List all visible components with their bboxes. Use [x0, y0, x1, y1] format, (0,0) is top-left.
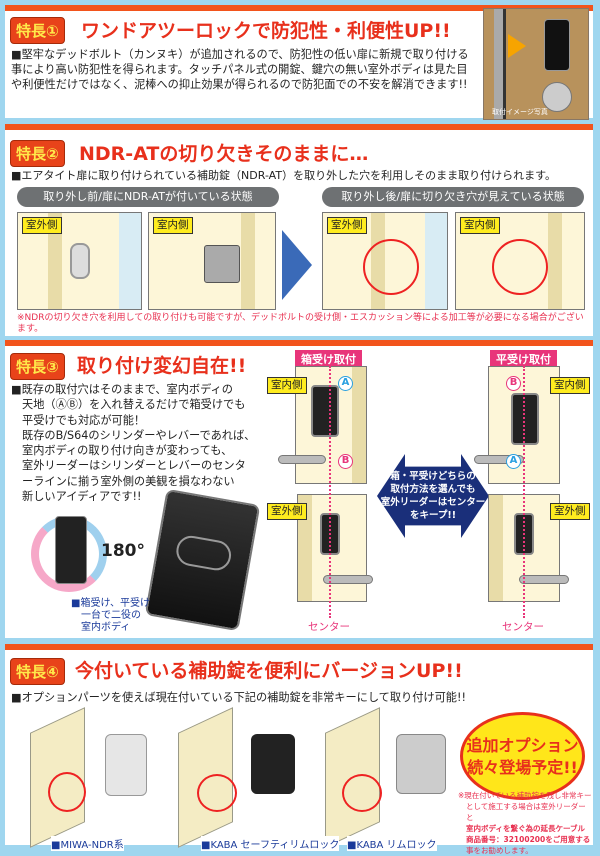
product-miwa — [25, 707, 155, 848]
keypad-icon — [544, 19, 570, 71]
feature2-note: ※NDRの切り欠き穴を利用しての取り付けも可能ですが、デッドボルトの受け側・エス… — [17, 313, 584, 334]
mark-a: A — [338, 376, 353, 391]
feature4-panel: 特長④ 今付いている補助錠を便利にバージョンUP!! ■オプションパーツを使えば… — [5, 644, 593, 855]
feature4-note: ※現在付いている補助錠を残し非常キー として施工する場合は室外リーダーと 室内ボ… — [458, 791, 592, 855]
feature1-body: ■堅牢なデッドボルト（カンヌキ）が追加されるので、防犯性の低い扉に新規で取り付け… — [11, 48, 469, 91]
after-outdoor-door: 室外側 — [322, 212, 448, 310]
right-arrow-icon — [282, 230, 312, 300]
center-label: センター — [502, 621, 544, 633]
product-kaba-safety — [173, 707, 303, 848]
indoor-body-large — [144, 488, 261, 632]
outdoor-tag: 室外側 — [550, 503, 590, 520]
feature4-badge: 特長④ — [10, 658, 65, 685]
after-label: 取り外し後/扉に切り欠き穴が見えている状態 — [322, 187, 584, 207]
indoor-body-caption: ■箱受け、平受け 一台で二役の 室内ボディ — [71, 598, 150, 633]
feature3-badge: 特長③ — [10, 353, 65, 380]
cylinder-icon — [70, 243, 90, 279]
indoor-tag: 室内側 — [267, 377, 307, 394]
cutout-circle-icon — [363, 239, 419, 295]
after-indoor-door: 室内側 — [455, 212, 585, 310]
outdoor-tag: 室外側 — [267, 503, 307, 520]
feature1-panel: 特長① ワンドアツーロックで防犯性・利便性UP!! ■堅牢なデッドボルト（カンヌ… — [5, 5, 593, 120]
before-label: 取り外し前/扉にNDR-ATが付いている状態 — [17, 187, 279, 207]
product-kaba-rim — [320, 707, 450, 848]
mark-a: A — [506, 454, 521, 469]
feature2-body: ■エアタイト扉に取り付けられている補助錠（NDR-AT）を取り外した穴を利用しそ… — [11, 169, 556, 182]
feature4-body: ■オプションパーツを使えば現在付いている下記の補助錠を非常キーにして取り付け可能… — [11, 691, 466, 704]
deadbolt-icon — [204, 245, 240, 283]
feature3-title: 取り付け変幻自在!! — [77, 355, 247, 377]
feature2-badge: 特長② — [10, 140, 65, 167]
feature1-title: ワンドアツーロックで防犯性・利便性UP!! — [81, 20, 451, 42]
cutout-circle-icon — [492, 239, 548, 295]
center-line — [523, 366, 525, 618]
center-line — [329, 366, 331, 618]
indoor-tag: 室内側 — [460, 217, 500, 234]
indoor-tag: 室内側 — [153, 217, 193, 234]
arrow-icon — [508, 34, 526, 58]
box-indoor-door — [278, 366, 367, 484]
install-photo: 取付イメージ写真 — [483, 8, 589, 120]
indoor-body-small — [55, 516, 87, 584]
feature4-title: 今付いている補助錠を便利にバージョンUP!! — [75, 660, 463, 682]
product-label: ■KABA セーフティリムロック — [201, 836, 340, 851]
box-mount-label: 箱受け取付 — [295, 350, 362, 368]
product-label: ■KABA リムロック — [347, 836, 437, 851]
option-badge: 追加オプション 続々登場予定!! — [460, 712, 585, 800]
before-indoor-door: 室内側 — [148, 212, 276, 310]
feature3-panel: 特長③ 取り付け変幻自在!! ■既存の取付穴はそのままで、室内ボディの 天地（Ⓐ… — [5, 340, 593, 638]
arrow-text: 箱・平受けどちらの 取付方法を選んでも 室外リーダーはセンター をキープ!! — [380, 471, 486, 521]
center-label: センター — [308, 621, 350, 633]
outdoor-tag: 室外側 — [327, 217, 367, 234]
feature2-panel: 特長② NDR-ATの切り欠きそのままに… ■エアタイト扉に取り付けられている補… — [5, 124, 593, 336]
knob-icon — [542, 82, 572, 112]
feature3-body: ■既存の取付穴はそのままで、室内ボディの 天地（ⒶⒷ）を入れ替えるだけで箱受けで… — [11, 383, 256, 504]
product-label: ■MIWA-NDR系 — [51, 836, 124, 851]
photo-caption: 取付イメージ写真 — [492, 108, 548, 116]
flat-mount-label: 平受け取付 — [490, 350, 557, 368]
box-outdoor-door — [297, 494, 373, 602]
before-outdoor-door: 室外側 — [17, 212, 142, 310]
mark-b: B — [338, 454, 353, 469]
outdoor-tag: 室外側 — [22, 217, 62, 234]
mark-b: B — [506, 376, 521, 391]
indoor-tag: 室内側 — [550, 377, 590, 394]
feature2-title: NDR-ATの切り欠きそのままに… — [79, 143, 369, 165]
rotation-label: 180° — [101, 541, 145, 561]
feature1-badge: 特長① — [10, 17, 65, 44]
